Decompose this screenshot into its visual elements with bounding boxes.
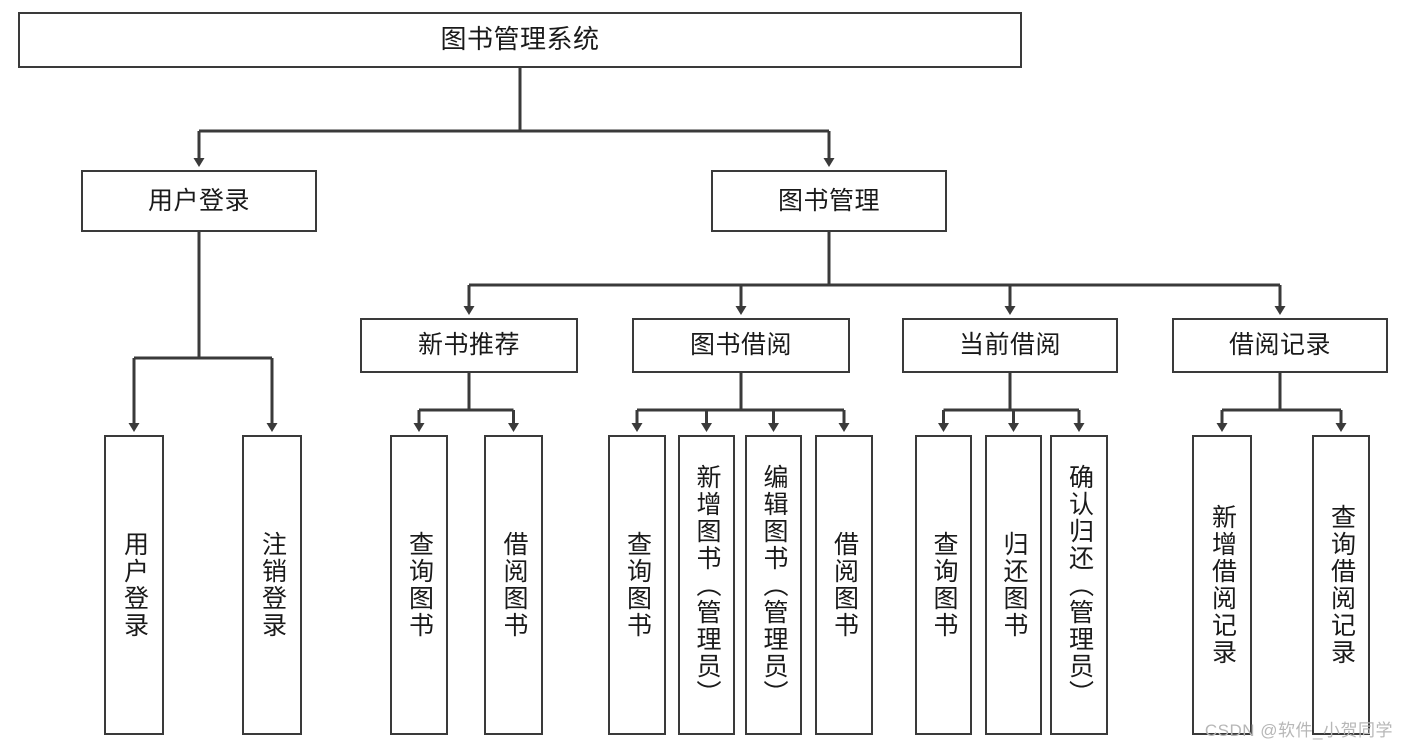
node-records[interactable]: 借阅记录 xyxy=(1172,318,1388,373)
node-label: 新增借阅记录 xyxy=(1208,504,1237,666)
node-root[interactable]: 图书管理系统 xyxy=(18,12,1022,68)
node-label: 查询图书 xyxy=(930,531,958,639)
node-label: 当前借阅 xyxy=(958,331,1061,360)
node-label: 新书推荐 xyxy=(417,331,520,360)
node-label: 编辑图书（管理员） xyxy=(760,463,788,707)
node-label: 借阅图书 xyxy=(500,531,528,639)
node-label: 查询图书 xyxy=(623,531,652,639)
node-label: 确认归还（管理员） xyxy=(1065,463,1094,707)
node-label: 归还图书 xyxy=(1000,531,1028,639)
node-label: 新增图书（管理员） xyxy=(693,463,721,707)
node-bookmgmt[interactable]: 图书管理 xyxy=(711,170,947,232)
node-login[interactable]: 用户登录 xyxy=(81,170,317,232)
node-label: 图书管理 xyxy=(777,186,880,215)
node-l_query1[interactable]: 查询图书 xyxy=(390,435,448,735)
node-label: 借阅记录 xyxy=(1228,331,1331,360)
node-l_login[interactable]: 用户登录 xyxy=(104,435,164,735)
node-newbook[interactable]: 新书推荐 xyxy=(360,318,578,373)
node-borrow[interactable]: 图书借阅 xyxy=(632,318,850,373)
node-l_query3[interactable]: 查询图书 xyxy=(915,435,972,735)
node-l_query2[interactable]: 查询图书 xyxy=(608,435,666,735)
node-label: 查询借阅记录 xyxy=(1327,504,1356,666)
node-l_add[interactable]: 新增图书（管理员） xyxy=(678,435,735,735)
node-label: 图书管理系统 xyxy=(440,24,600,55)
node-l_edit[interactable]: 编辑图书（管理员） xyxy=(745,435,802,735)
node-l_confirm[interactable]: 确认归还（管理员） xyxy=(1050,435,1108,735)
node-l_borrow2[interactable]: 借阅图书 xyxy=(815,435,873,735)
node-l_addrec[interactable]: 新增借阅记录 xyxy=(1192,435,1252,735)
node-l_borrow1[interactable]: 借阅图书 xyxy=(484,435,543,735)
node-l_queryrec[interactable]: 查询借阅记录 xyxy=(1312,435,1370,735)
node-label: 借阅图书 xyxy=(830,531,859,639)
node-label: 查询图书 xyxy=(405,531,434,639)
node-label: 注销登录 xyxy=(258,531,287,639)
node-current[interactable]: 当前借阅 xyxy=(902,318,1118,373)
csdn-watermark: CSDN @软件_小贺同学 xyxy=(1204,721,1393,740)
node-l_return[interactable]: 归还图书 xyxy=(985,435,1042,735)
node-label: 图书借阅 xyxy=(689,331,792,360)
node-l_logout[interactable]: 注销登录 xyxy=(242,435,302,735)
node-label: 用户登录 xyxy=(120,531,149,639)
node-label: 用户登录 xyxy=(147,186,250,215)
